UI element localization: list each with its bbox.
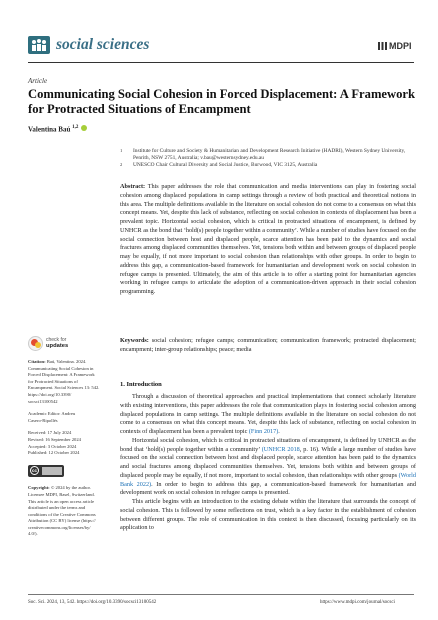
keywords-label: Keywords: [120,337,149,344]
orcid-icon[interactable] [81,125,88,132]
paragraph-text: . [278,428,280,435]
check-updates-icon [28,336,43,351]
check-for-updates-button[interactable]: check for updates [28,336,110,351]
date-accepted: Accepted: 3 October 2024 [28,443,77,449]
paragraph-text: Horizontal social cohesion, which is cri… [120,436,416,453]
author-line: Valentina Baú 1,2 [28,125,88,134]
editor-line: Academic Editor: Andreu [28,411,76,417]
cc-label: cc [30,466,39,476]
footer-journal-url[interactable]: https://www.mdpi.com/journal/socsci [320,600,395,605]
dates-block: Received: 17 July 2024 Revised: 16 Septe… [28,430,110,456]
affiliations: 1 Institute for Culture and Society & Hu… [120,148,420,169]
copyright-line: conditions of the Creative Commons [28,511,96,517]
section-heading-introduction: 1. Introduction [120,381,162,388]
editor-line: Casero-Ripollés [28,417,58,423]
cc-by-license-icon[interactable]: cc [28,464,64,477]
publisher-name: MDPI [389,41,412,51]
license-link[interactable]: Attribution (CC BY) license (https:// [28,518,96,524]
affiliation-text: UNESCO Chair Cultural Diversity and Soci… [133,162,318,169]
check-updates-line1: check for [46,337,67,343]
mdpi-bars-icon [378,42,387,50]
people-icon [32,39,46,51]
publisher-logo[interactable]: MDPI [378,41,412,51]
introduction-body: Through a discussion of theoretical appr… [120,393,416,533]
citation-line: Encampment. Social Sciences 13: 542. [28,385,100,391]
copyright-label: Copyright: [28,485,50,491]
citation-line: for Protracted Situations of [28,378,78,384]
citation-link[interactable]: (UNHCR 2018 [261,445,300,453]
paragraph: Through a discussion of theoretical appr… [120,393,416,437]
journal-name[interactable]: social sciences [56,36,150,53]
date-published: Published: 12 October 2024 [28,450,80,456]
copyright-line: Licensee MDPI, Basel, Switzerland. [28,491,95,497]
academic-editor: Academic Editor: Andreu Casero-Ripollés [28,411,110,424]
paragraph-text: This article begins with an introduction… [120,498,416,532]
check-updates-line2: updates [46,342,69,349]
paragraph-text: , p. 16). While a large number of studie… [120,445,416,479]
author-affiliation-marks: 1,2 [72,125,79,130]
license-link[interactable]: creativecommons.org/licenses/by/ [28,524,91,530]
affiliation-item: 1 Institute for Culture and Society & Hu… [120,148,420,162]
footer-citation[interactable]: Soc. Sci. 2024, 13, 542. https://doi.org… [28,600,157,605]
journal-logo-icon [28,36,50,54]
author-name[interactable]: Valentina Baú [28,125,71,134]
paragraph-text: Through a discussion of theoretical appr… [120,393,416,435]
article-title: Communicating Social Cohesion in Forced … [28,87,416,116]
article-type: Article [28,77,48,85]
citation-label: Citation: [28,359,46,364]
copyright-line: © 2024 by the author. [50,485,91,491]
header-rule [28,62,414,63]
citation-link[interactable]: (World Bank 2022) [120,471,416,488]
by-badge [42,466,62,475]
abstract: Abstract: This paper addresses the role … [120,183,416,297]
copyright-block: Copyright: © 2024 by the author. License… [28,485,110,538]
citation-link[interactable]: (Finn 2017) [248,428,279,435]
abstract-label: Abstract: [120,183,146,190]
citation-doi-link[interactable]: https://doi.org/10.3390/ [28,391,72,397]
paragraph-text: . In order to begin to address this gap,… [120,480,416,497]
copyright-line: distributed under the terms and [28,505,86,511]
abstract-text: This paper addresses the role that commu… [120,183,416,295]
check-updates-text: check for updates [46,337,69,349]
citation-line: Baú, Valentina. 2024. [46,359,87,364]
affiliation-item: 2 UNESCO Chair Cultural Diversity and So… [120,162,420,169]
sidebar-info: check for updates Citation: Baú, Valenti… [28,336,110,544]
citation-block: Citation: Baú, Valentina. 2024. Communic… [28,359,110,405]
affiliation-text: Institute for Culture and Society & Huma… [133,148,406,162]
affiliation-number: 2 [120,162,123,168]
keywords-text: social cohesion; refugee camps; communic… [120,337,417,353]
date-revised: Revised: 16 September 2024 [28,436,81,442]
date-received: Received: 17 July 2024 [28,430,72,436]
copyright-line: This article is an open access article [28,498,95,504]
citation-line: Communicating Social Cohesion in [28,365,94,371]
affiliation-number: 1 [120,148,123,153]
citation-line: Forced Displacement: A Framework [28,372,95,378]
license-link[interactable]: 4.0/). [28,531,38,537]
keywords: Keywords: social cohesion; refugee camps… [120,337,416,355]
citation-doi-link[interactable]: socsci13100542 [28,398,58,404]
paragraph: Horizontal social cohesion, which is cri… [120,437,416,498]
footer-rule [28,594,414,595]
paragraph: This article begins with an introduction… [120,498,416,533]
